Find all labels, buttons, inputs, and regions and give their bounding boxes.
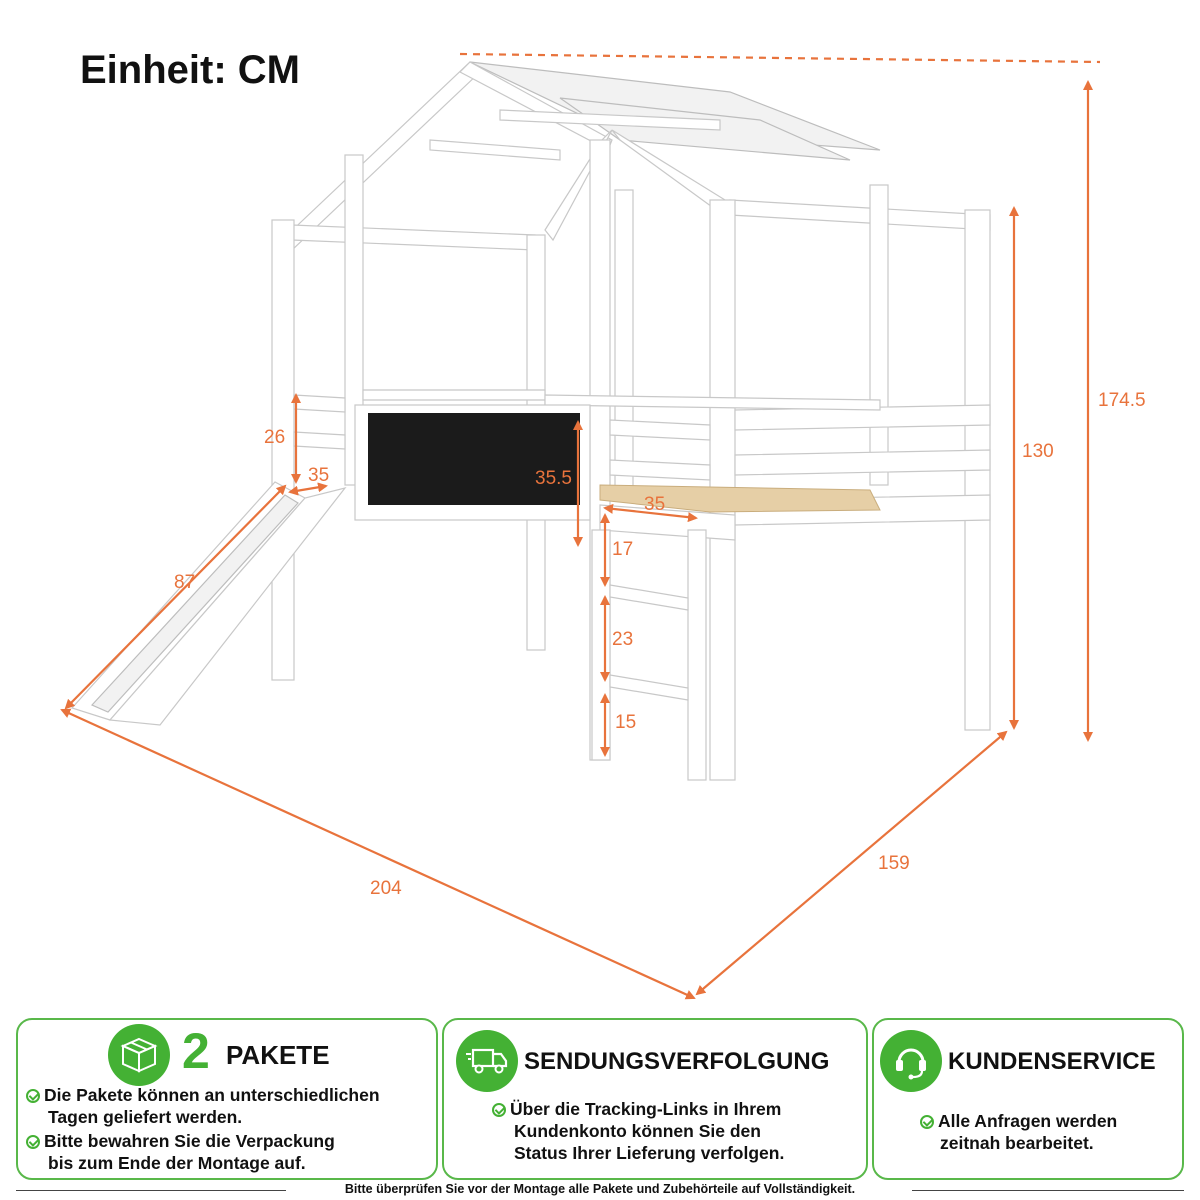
packages-title: PAKETE <box>226 1040 330 1070</box>
length-arrow <box>60 708 696 1000</box>
loft-bed-drawing <box>70 61 991 781</box>
slat-gap-label: 35 <box>644 494 665 515</box>
package-count: 2 <box>182 1023 210 1079</box>
unit-label: Einheit: CM <box>80 48 300 92</box>
dimension-labels: 174.5 130 26 35 35.5 35 17 23 15 87 204 … <box>174 390 1146 899</box>
delivery-truck-icon <box>456 1030 518 1092</box>
ladder-step-label: 23 <box>612 629 633 650</box>
total-height-label: 174.5 <box>1098 390 1146 411</box>
slide-top-width-label: 35 <box>308 465 329 486</box>
check-icon <box>26 1089 40 1103</box>
slide-length-arrow <box>64 484 287 710</box>
tracking-line-3: Status Ihrer Lieferung verfolgen. <box>514 1143 785 1163</box>
packages-panel: 2 PAKETE Die Pakete können an unterschie… <box>16 1018 438 1180</box>
slide-top-width-arrow <box>288 482 328 496</box>
package-icon <box>108 1024 170 1086</box>
tracking-title: SENDUNGSVERFOLGUNG <box>524 1048 830 1075</box>
check-icon <box>26 1135 40 1149</box>
bed-height-label: 130 <box>1022 441 1054 462</box>
check-icon <box>492 1103 506 1117</box>
dimension-lines <box>60 52 1101 1000</box>
depth-label: 159 <box>878 853 910 874</box>
packages-bullet-1-line-2: Tagen geliefert werden. <box>48 1107 243 1127</box>
service-line-2: zeitnah bearbeitet. <box>940 1133 1094 1153</box>
footer-note: Bitte überprüfen Sie vor der Montage all… <box>344 1182 856 1196</box>
service-line-1: Alle Anfragen werden <box>920 1110 1117 1132</box>
depth-arrow <box>695 730 1008 996</box>
footer-divider-left <box>16 1190 286 1191</box>
rail-height-label: 26 <box>264 427 285 448</box>
tracking-line-2: Kundenkonto können Sie den <box>514 1121 761 1141</box>
service-title: KUNDENSERVICE <box>948 1048 1156 1075</box>
packages-bullet-1-line-1: Die Pakete können an unterschiedlichen <box>26 1084 380 1106</box>
check-icon <box>920 1115 934 1129</box>
tracking-line-1: Über die Tracking-Links in Ihrem <box>492 1098 781 1120</box>
chalkboard-height-label: 35.5 <box>535 468 572 489</box>
packages-bullet-2-line-2: bis zum Ende der Montage auf. <box>48 1153 306 1173</box>
ladder-bottom-label: 15 <box>615 712 636 733</box>
length-label: 204 <box>370 878 402 899</box>
headset-icon <box>880 1030 942 1092</box>
slide-length-label: 87 <box>174 572 195 593</box>
ladder-top-label: 17 <box>612 539 633 560</box>
footer-divider-right <box>912 1190 1184 1191</box>
slat-gap-arrow <box>603 503 698 523</box>
tracking-panel: SENDUNGSVERFOLGUNG Über die Tracking-Lin… <box>442 1018 868 1180</box>
bed-dimension-diagram: 174.5 130 26 35 35.5 35 17 23 15 87 204 … <box>60 52 1146 1000</box>
service-panel: KUNDENSERVICE Alle Anfragen werden zeitn… <box>872 1018 1184 1180</box>
top-dashed-guide <box>459 52 1101 64</box>
packages-bullet-2-line-1: Bitte bewahren Sie die Verpackung <box>26 1130 335 1152</box>
